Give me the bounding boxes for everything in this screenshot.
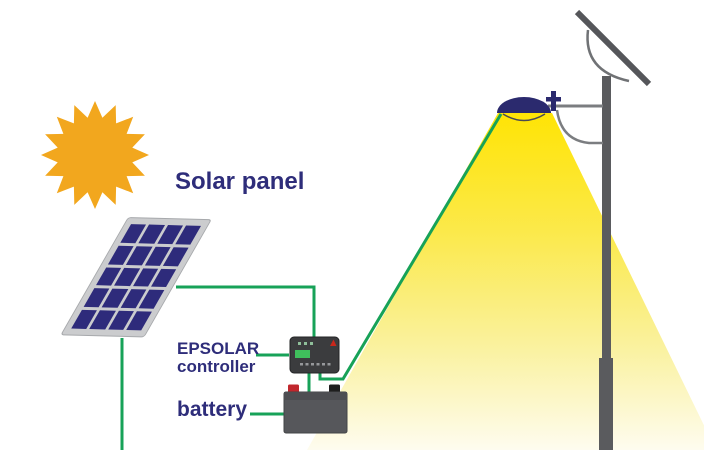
controller-led <box>330 339 337 346</box>
pole-upper <box>602 76 611 362</box>
street-pole <box>574 9 652 450</box>
lamp-mount-cross <box>546 91 561 111</box>
lamp-assembly <box>497 91 603 145</box>
controller-label-line2: controller <box>177 356 256 376</box>
controller-label-line1: EPSOLAR <box>177 339 260 358</box>
lamp-bracket <box>555 109 603 145</box>
pole-base <box>599 358 613 450</box>
controller-display <box>295 350 310 358</box>
solar-panel-label: Solar panel <box>175 168 305 195</box>
light-beam <box>307 113 704 450</box>
battery-label: battery <box>177 398 248 421</box>
lamp-dome <box>497 97 551 113</box>
wire-controller-to-lamp <box>318 113 503 381</box>
lamp-glass <box>502 113 546 122</box>
battery <box>283 384 348 434</box>
controller-label: EPSOLAR controller <box>177 340 259 375</box>
battery-terminal-negative <box>329 384 340 394</box>
battery-terminal-positive <box>288 384 299 394</box>
pole-panel-bracket-icon <box>586 29 630 83</box>
wires <box>120 113 503 450</box>
pole-solar-panel <box>574 9 652 87</box>
controller <box>289 336 340 374</box>
wire-panel-to-controller <box>176 285 316 339</box>
sun-icon <box>41 101 149 209</box>
